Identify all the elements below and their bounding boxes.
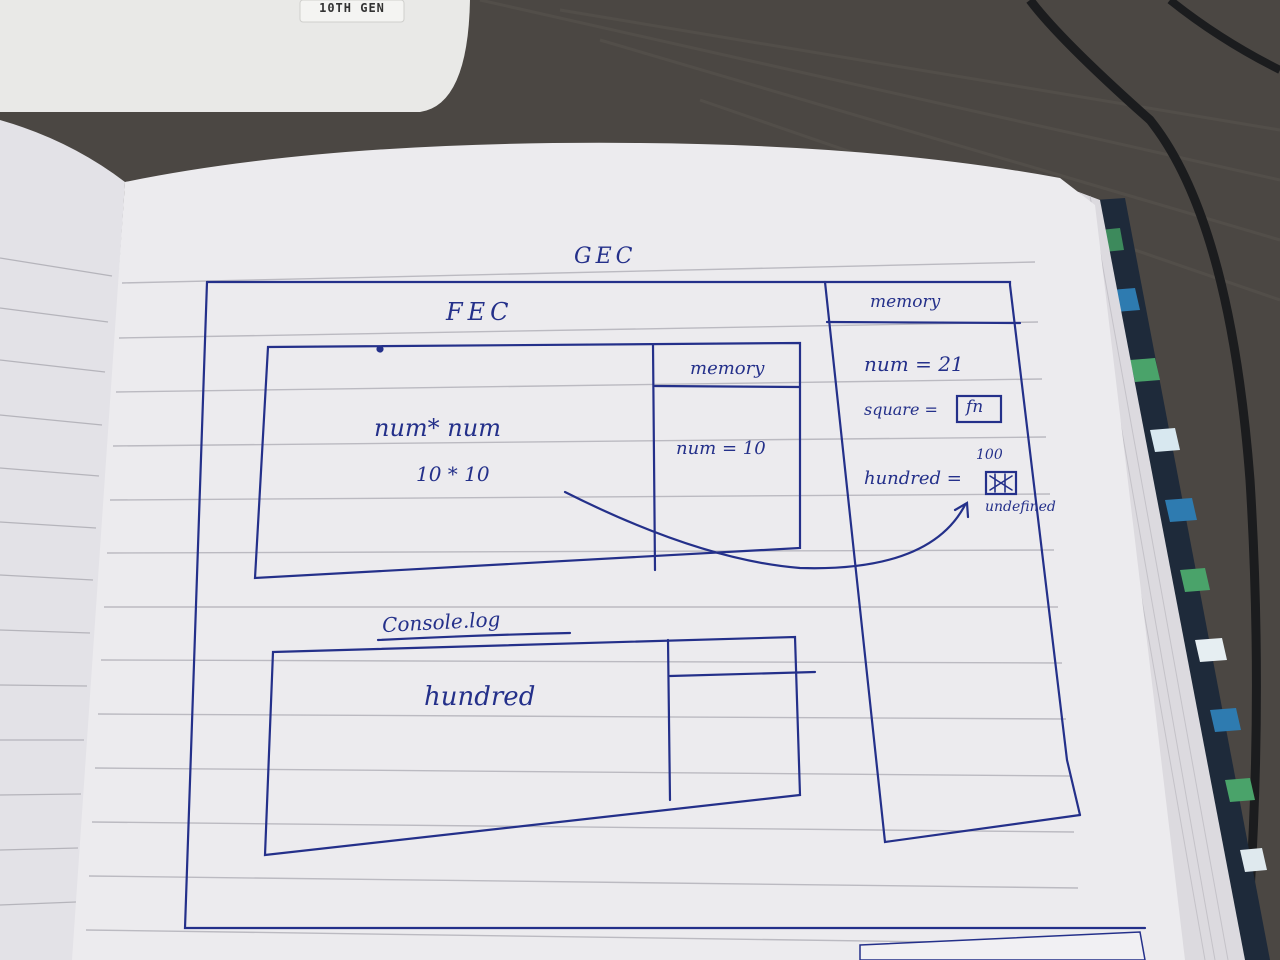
fn-box [955,394,1003,424]
global-memory-column [823,280,1082,844]
fec-code-line1: num* num [374,414,501,442]
global-memory-label: memory [870,292,941,312]
gec-border-left-bottom [183,280,1147,930]
global-square-value: fn [966,397,984,417]
left-page-rules [0,257,113,906]
hundred-box [984,470,1018,496]
console-divider [666,638,672,802]
fec-code-line2: 10 * 10 [416,462,490,486]
fec-memory-underline [653,384,802,389]
console-value: hundred [424,682,536,712]
console-box [263,635,802,857]
laptop-corner [0,0,470,112]
return-arrow [563,490,967,570]
console-label: Console.log [381,606,501,638]
console-divider-h [668,670,817,678]
global-memory-divider [825,320,1022,325]
fec-title: FEC [446,298,514,326]
next-sheet [859,931,1146,960]
ink-sketch [183,280,1147,930]
fec-memory-entry: num = 10 [676,438,766,459]
notebook-cover-edge [1095,198,1270,960]
global-hundred-note: undefined [985,499,1056,515]
page-rules [85,261,1083,945]
cable-2 [1167,0,1280,74]
global-hundred-above: 100 [976,447,1003,463]
fec-box [253,341,802,580]
gec-border-top-right [205,280,1082,817]
fec-memory-label: memory [690,358,765,379]
global-hundred: hundred = [864,468,962,489]
gec-title: GEC [574,244,637,269]
global-num: num = 21 [864,352,964,376]
left-page [0,120,125,960]
global-square: square = [864,400,938,419]
cable [1026,0,1261,960]
laptop-badge: 10TH GEN [319,1,385,15]
console-underline [376,631,572,642]
arrow-head [953,501,970,519]
